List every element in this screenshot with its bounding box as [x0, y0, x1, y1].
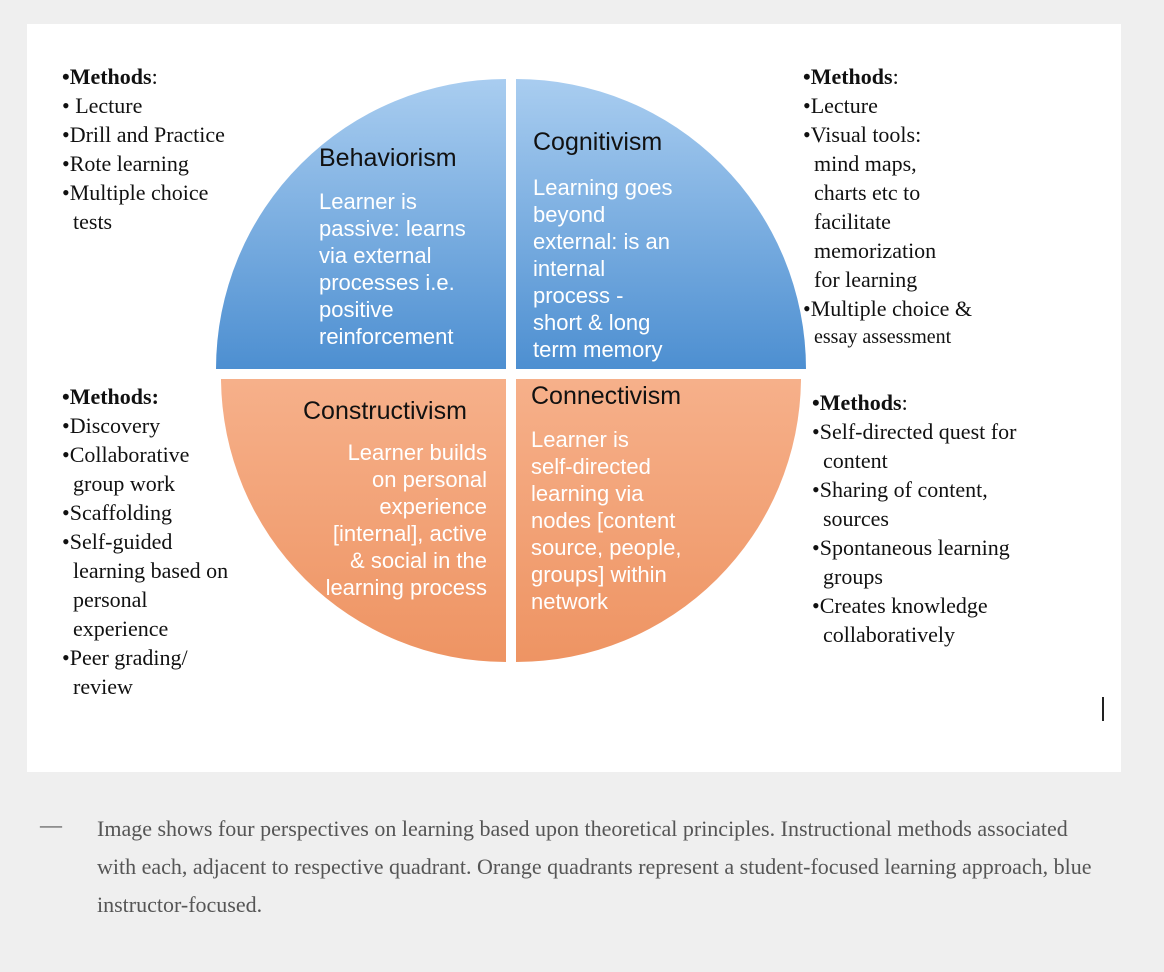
methods-list-cognitivism: •Methods: •Lecture •Visual tools: mind maps…: [803, 62, 972, 352]
methods-item-text: •Multiple choice &: [803, 296, 972, 321]
quadrant-connectivism-shape: [516, 379, 801, 662]
methods-item-text: •Drill and Practice: [62, 122, 225, 147]
methods-item: •Lecture: [803, 91, 972, 120]
methods-item-continuation: for learning: [814, 267, 918, 292]
quadrant-text-line: term memory: [533, 337, 663, 362]
quadrant-text-line: via external: [319, 243, 432, 268]
methods-item-text: •Self-guided: [62, 529, 173, 554]
quadrant-behaviorism-shape: [216, 79, 506, 369]
learning-theories-wheel: [216, 79, 806, 662]
quadrant-text-line: Learner is: [531, 427, 629, 452]
methods-item: •Rote learning: [62, 149, 225, 178]
methods-item-text: •Visual tools:: [803, 122, 922, 147]
quadrant-cognitivism-shape: [516, 79, 806, 369]
caption-dash: —: [40, 812, 62, 837]
methods-item-continuation: tests: [73, 209, 113, 234]
methods-item-text: •Collaborative: [62, 442, 190, 467]
quadrant-text-line: nodes [content: [531, 508, 676, 533]
methods-item-continuation: facilitate: [814, 209, 891, 234]
methods-list-connectivism: •Methods: •Self-directed quest for content…: [812, 388, 1016, 649]
methods-item-text: •Creates knowledge: [812, 593, 988, 618]
methods-item: •Drill and Practice: [62, 120, 225, 149]
methods-item: •Spontaneous learning groups: [812, 533, 1016, 591]
methods-item-continuation: sources: [823, 506, 889, 531]
quadrant-text-line: network: [531, 589, 609, 614]
methods-heading: •Methods:: [62, 64, 158, 89]
methods-item: •Sharing of content, sources: [812, 475, 1016, 533]
methods-item: •Peer grading/review: [62, 643, 228, 701]
methods-item: •Scaffolding: [62, 498, 228, 527]
methods-item-text: •Sharing of content,: [812, 477, 988, 502]
quadrant-text-line: Learner builds: [347, 440, 487, 465]
methods-item-text: •Self-directed quest for: [812, 419, 1017, 444]
methods-item-text: •Scaffolding: [62, 500, 172, 525]
methods-heading: •Methods:: [62, 384, 159, 409]
quadrant-text-line: experience: [379, 494, 487, 519]
quadrant-text-line: passive: learns: [319, 216, 466, 241]
methods-item-text: •Spontaneous learning: [812, 535, 1010, 560]
methods-item-continuation: charts etc to: [814, 180, 921, 205]
methods-item: •Self-directed quest for content: [812, 417, 1016, 475]
quadrant-text-line: internal: [533, 256, 606, 281]
quadrant-title-connectivism: Connectivism: [531, 382, 682, 410]
methods-list-constructivism: •Methods: •Discovery •Collaborative group w…: [62, 382, 228, 701]
quadrant-title-cognitivism: Cognitivism: [533, 128, 663, 156]
methods-heading: •Methods:: [803, 64, 899, 89]
methods-item: • Lecture: [62, 91, 225, 120]
methods-item-text: • Lecture: [62, 93, 143, 118]
quadrant-text-line: beyond: [533, 202, 606, 227]
quadrant-text-line: positive: [319, 297, 394, 322]
methods-item-continuation: collaboratively: [823, 622, 955, 647]
methods-item: •Self-guided learning based on personal exp…: [62, 527, 228, 643]
quadrant-text-line: on personal: [372, 467, 487, 492]
methods-item-continuation: groups: [823, 564, 883, 589]
text-cursor: [1102, 697, 1104, 721]
methods-item: •Multiple choice tests: [62, 178, 225, 236]
methods-list-behaviorism: •Methods: • Lecture •Drill and Practice •Ro…: [62, 62, 225, 236]
quadrant-text-line: process -: [533, 283, 624, 308]
methods-item-continuation: mind maps,: [814, 151, 917, 176]
quadrant-text-line: & social in the: [350, 548, 487, 573]
quadrant-text-line: processes i.e.: [319, 270, 455, 295]
quadrant-text-line: reinforcement: [319, 324, 454, 349]
methods-item: •Multiple choice & essay assessment: [803, 294, 972, 352]
quadrant-text-line: learning via: [531, 481, 644, 506]
quadrant-text-line: external: is an: [533, 229, 670, 254]
methods-item-text: •Rote learning: [62, 151, 189, 176]
methods-item-continuation: learning based on: [73, 558, 229, 583]
methods-item-continuation: essay assessment: [814, 326, 952, 348]
quadrant-title-constructivism: Constructivism: [303, 397, 467, 425]
quadrant-constructivism-shape: [221, 379, 506, 662]
methods-item: •Collaborative group work: [62, 440, 228, 498]
methods-item-continuation: personal: [73, 587, 148, 612]
methods-item-continuation: content: [823, 448, 888, 473]
quadrant-text-line: self-directed: [531, 454, 651, 479]
quadrant-text-line: Learner is: [319, 189, 417, 214]
figure-caption: Image shows four perspectives on learnin…: [97, 816, 1092, 917]
quadrant-text-line: Learning goes: [533, 175, 673, 200]
methods-item-continuation: experience: [73, 616, 169, 641]
methods-item: •Visual tools: mind maps, charts etc to fac…: [803, 120, 972, 294]
methods-item-text: •Discovery: [62, 413, 161, 438]
methods-item-text: •Lecture: [803, 93, 878, 118]
quadrant-text-line: learning process: [325, 575, 487, 600]
methods-item: •Creates knowledge collaboratively: [812, 591, 1016, 649]
quadrant-text-line: short & long: [533, 310, 651, 335]
quadrant-title-behaviorism: Behaviorism: [319, 144, 457, 172]
quadrant-text-line: source, people,: [531, 535, 682, 560]
methods-item-text: •Peer grading/: [62, 645, 188, 670]
methods-heading: •Methods:: [812, 390, 908, 415]
quadrant-text-line: [internal], active: [332, 521, 487, 546]
quadrant-text-line: groups] within: [531, 562, 667, 587]
methods-item-continuation: review: [73, 674, 133, 699]
methods-item-continuation: group work: [73, 471, 176, 496]
methods-item: •Discovery: [62, 411, 228, 440]
methods-item-text: •Multiple choice: [62, 180, 209, 205]
methods-item-continuation: memorization: [814, 238, 937, 263]
